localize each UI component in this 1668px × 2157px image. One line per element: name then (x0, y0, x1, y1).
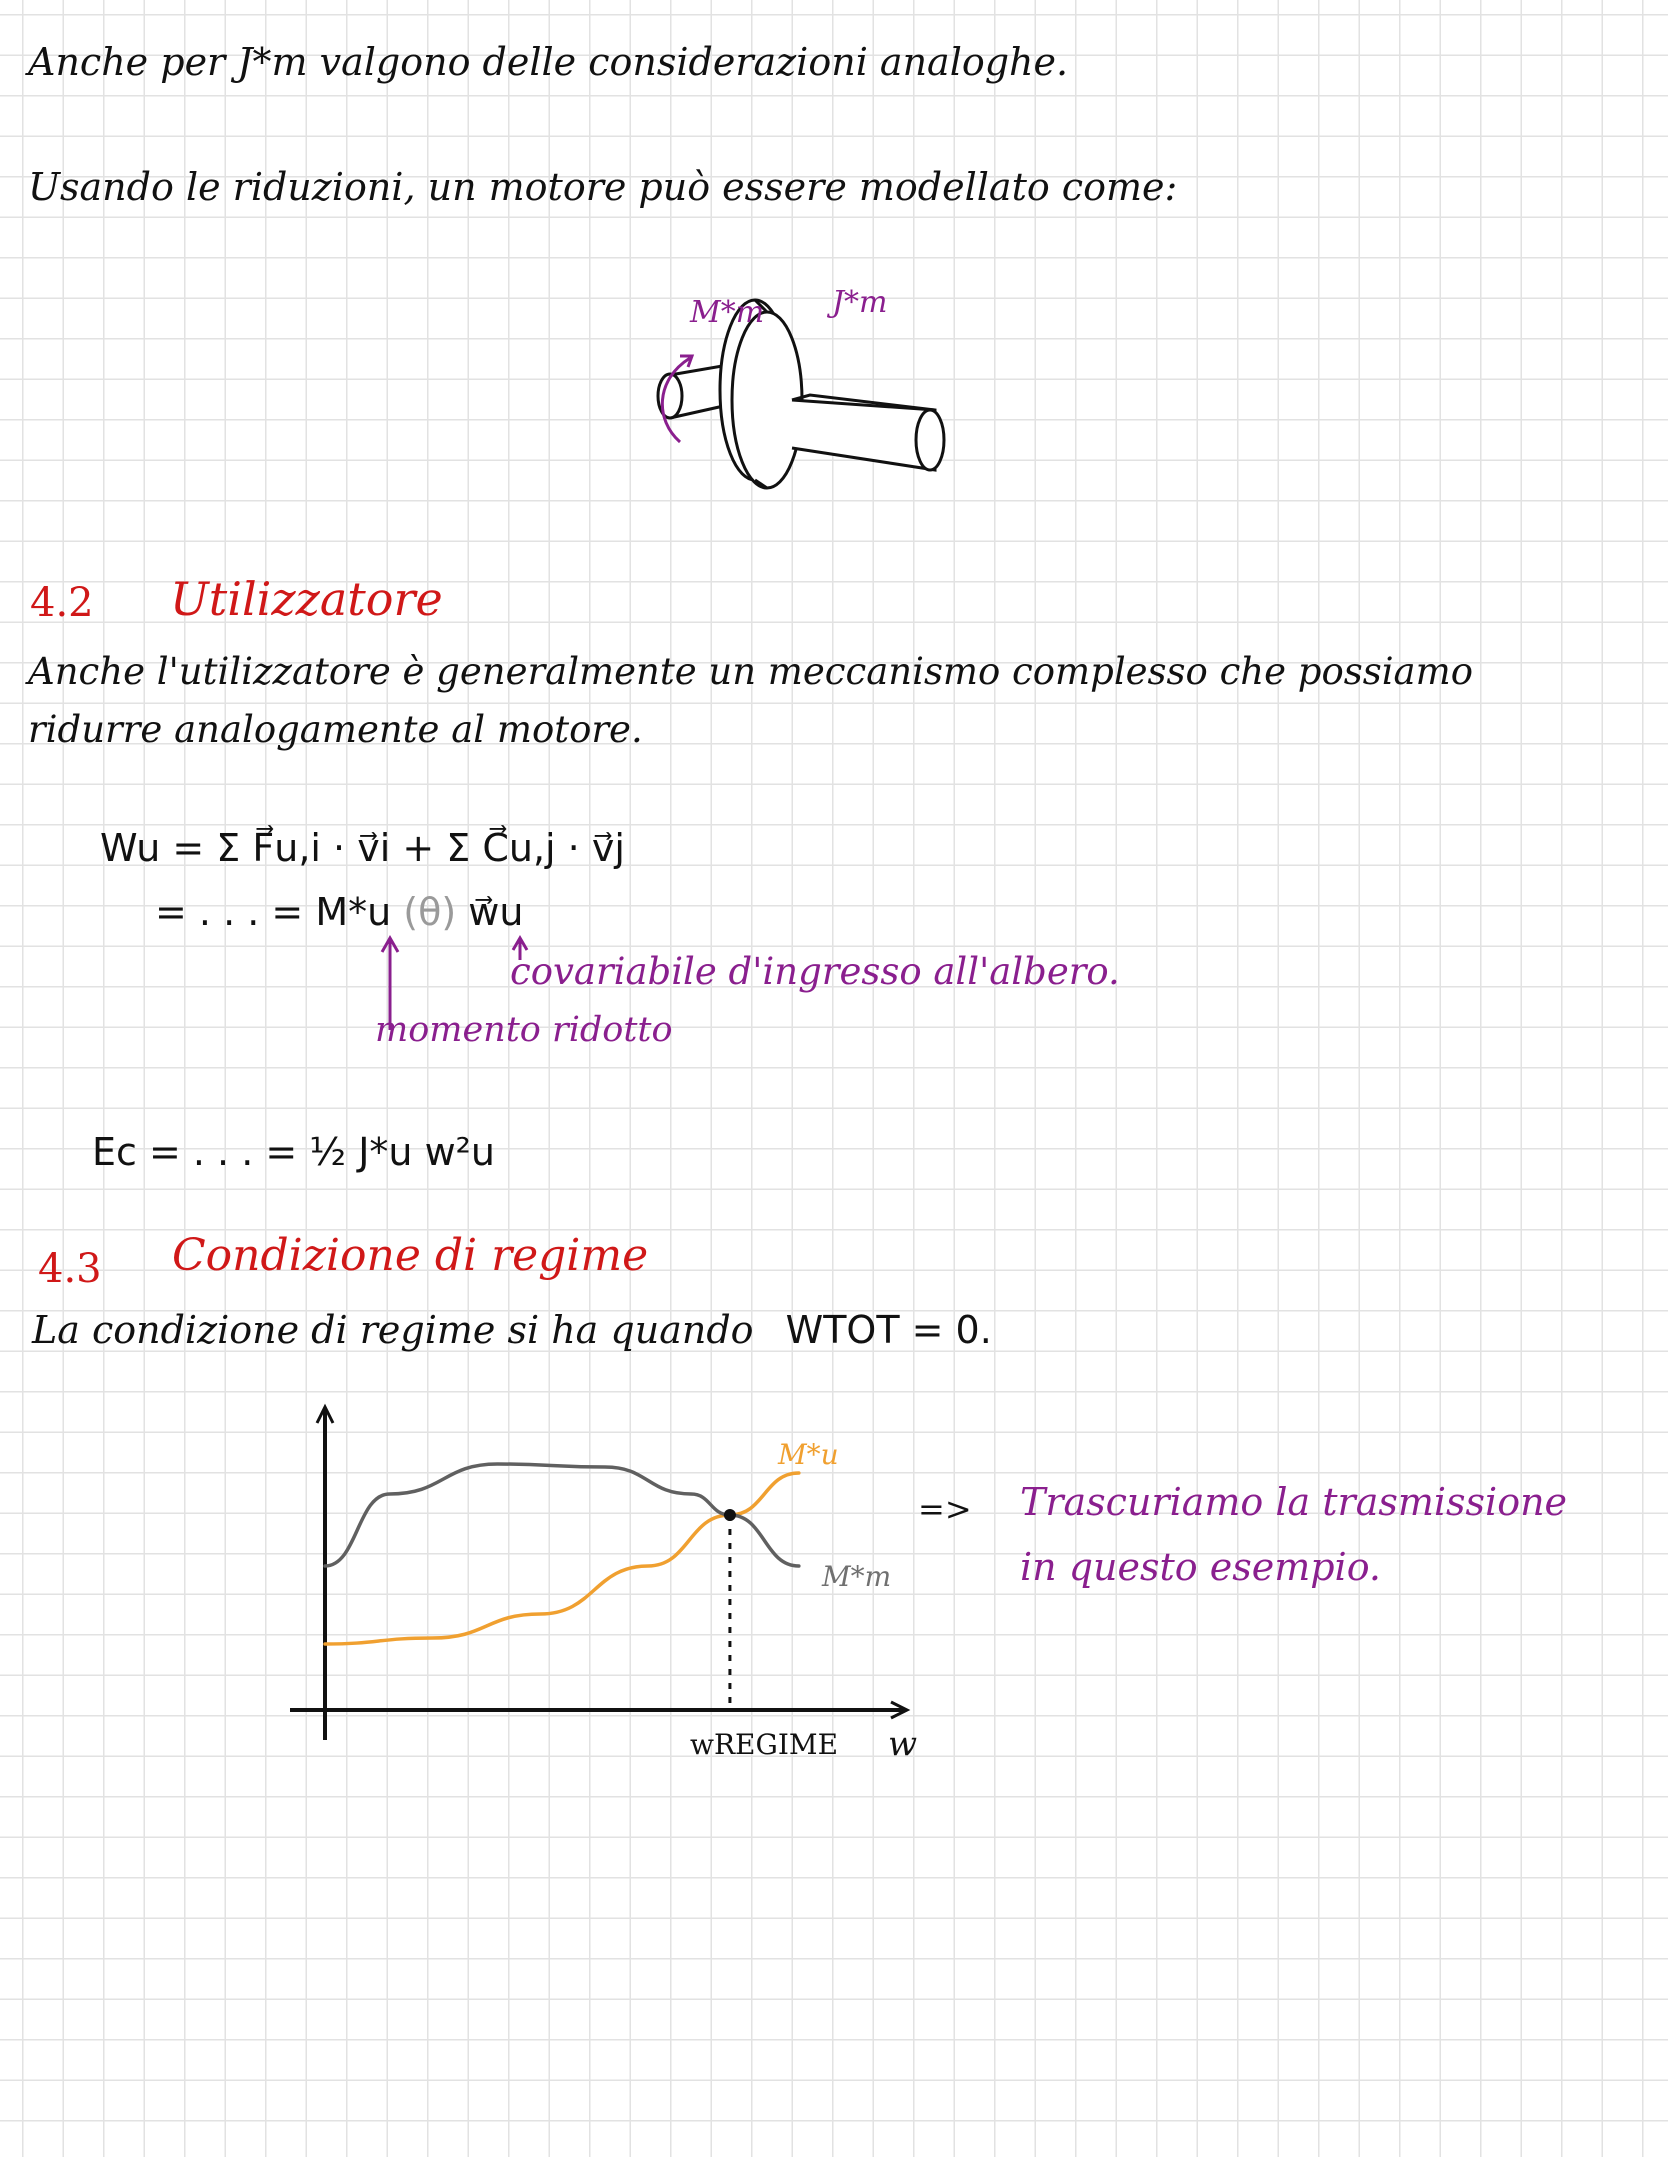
section-body-4-2-line1: Anche l'utilizzatore è generalmente un m… (28, 650, 1473, 693)
section-body-4-3-text: La condizione di regime si ha quando (32, 1308, 754, 1352)
section-body-4-2-line2: ridurre analogamente al motore. (28, 708, 643, 751)
intro-line: Anche per J*m valgono delle considerazio… (28, 40, 1069, 84)
energy-equation: Ec = . . . = ½ J*u w²u (92, 1130, 495, 1174)
annotation-moment: momento ridotto (375, 1010, 673, 1050)
x-marker-label: wREGIME (690, 1728, 839, 1761)
x-axis-label: w (888, 1724, 918, 1764)
side-note-line2: in questo esempio. (1020, 1545, 1381, 1589)
side-note-line1: Trascuriamo la trasmissione (1020, 1480, 1568, 1524)
motor-shaft-diagram (656, 298, 946, 490)
curve-user-moment (323, 1471, 801, 1646)
y-axis-arrowhead (315, 1403, 335, 1424)
chart-markers (723, 1509, 736, 1710)
work-line2-suffix: w⃗u (468, 890, 524, 934)
work-line2-theta: (θ) (403, 890, 457, 934)
section-title-4-2: Utilizzatore (170, 572, 443, 626)
annotation-arrows (380, 934, 529, 1030)
work-equation-line1: Wu = Σ F⃗u,i · v⃗i + Σ C⃗u,j · v⃗j (100, 826, 625, 870)
series-label-motor: M*m (822, 1560, 892, 1593)
regime-point (723, 1509, 736, 1521)
section-body-4-3-eq: WTOT = 0. (785, 1308, 992, 1352)
chart-axes (290, 1403, 911, 1740)
chart-curves (323, 1462, 801, 1646)
inertia-label: J*m (832, 285, 888, 320)
series-label-user: M*u (778, 1438, 839, 1471)
regime-chart (290, 1403, 911, 1740)
side-note-arrow: => (918, 1490, 972, 1528)
section-number-4-3: 4.3 (38, 1246, 102, 1292)
work-equation-line2: = . . . = M*u (θ) w⃗u (155, 890, 523, 934)
work-line2-prefix: = . . . = M*u (155, 890, 392, 934)
moment-label: M*m (690, 295, 765, 330)
section-body-4-3: La condizione di regime si ha quando WTO… (32, 1308, 992, 1352)
section-number-4-2: 4.2 (30, 580, 94, 626)
section-title-4-3: Condizione di regime (172, 1230, 649, 1281)
annotation-covariable: covariabile d'ingresso all'albero. (510, 950, 1120, 993)
x-axis-arrowhead (890, 1700, 911, 1720)
usando-line: Usando le riduzioni, un motore può esser… (28, 165, 1178, 209)
